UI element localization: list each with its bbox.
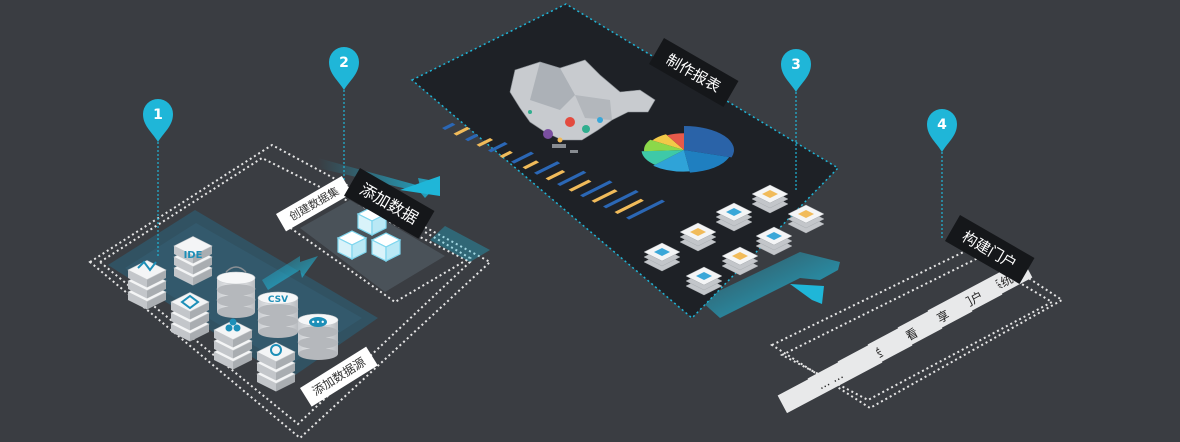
pie-slice — [684, 150, 730, 173]
report-tile — [679, 222, 717, 252]
bar — [545, 170, 566, 181]
bar — [557, 170, 587, 186]
report-tile — [715, 202, 753, 232]
report-tile — [721, 246, 759, 276]
stage-3-report — [410, 3, 840, 320]
csv-label: CSV — [268, 295, 288, 305]
pie-slice — [652, 134, 684, 150]
report-tile — [685, 266, 723, 296]
bar — [442, 122, 456, 130]
bar — [534, 161, 561, 175]
ide-label: IDE — [184, 250, 203, 261]
bar — [488, 142, 508, 153]
source-diamond-node — [170, 292, 210, 342]
report-tile — [751, 184, 789, 214]
source-csv: CSV — [257, 291, 299, 338]
bar — [603, 190, 639, 209]
bar — [465, 134, 479, 142]
bar — [580, 180, 613, 198]
source-more: ••• — [297, 313, 339, 360]
step-4-marker: 4 — [927, 109, 957, 152]
source-mysql — [216, 266, 256, 318]
bar-chart — [442, 122, 665, 220]
dataset-cube-right — [370, 232, 402, 262]
report-tile — [787, 204, 825, 234]
bar — [522, 160, 540, 170]
bar — [614, 198, 644, 214]
pie-chart — [641, 126, 734, 173]
bar — [453, 126, 471, 136]
pie-slice — [667, 133, 684, 150]
pie-slice — [644, 139, 684, 152]
step-3-number: 3 — [791, 57, 801, 73]
bar — [568, 179, 592, 192]
step-3-marker: 3 — [781, 49, 811, 92]
source-cluster-node — [213, 318, 253, 370]
step-1-number: 1 — [153, 107, 163, 123]
stage-1-data-sources: IDE CSV ••• — [88, 143, 492, 440]
step-1-marker: 1 — [143, 99, 173, 142]
flow-arrows — [262, 158, 840, 318]
step-markers: 1 2 3 4 — [143, 47, 957, 258]
pie-slice — [684, 126, 734, 158]
step-title-4: 构建门户 — [945, 215, 1035, 284]
bar — [476, 138, 494, 147]
pie-slice — [653, 150, 690, 172]
step-2-number: 2 — [339, 55, 349, 71]
report-tiles — [643, 184, 825, 296]
bar — [511, 151, 534, 164]
portal-item: ... ... — [777, 344, 883, 414]
step-4-number: 4 — [937, 117, 947, 133]
step-2-marker: 2 — [329, 47, 359, 90]
source-ide: IDE — [173, 236, 213, 286]
pie-slice — [641, 150, 684, 165]
report-tile — [643, 242, 681, 272]
bar — [626, 199, 665, 220]
map-chart — [509, 59, 656, 153]
bar — [499, 150, 513, 158]
svg-text:•••: ••• — [311, 318, 325, 327]
source-target-node — [256, 342, 296, 392]
dataset-cube-left — [336, 230, 368, 260]
bar — [591, 189, 618, 203]
report-tile — [755, 226, 793, 256]
stage-2-datasets — [280, 184, 472, 304]
source-graph-node — [127, 260, 167, 310]
